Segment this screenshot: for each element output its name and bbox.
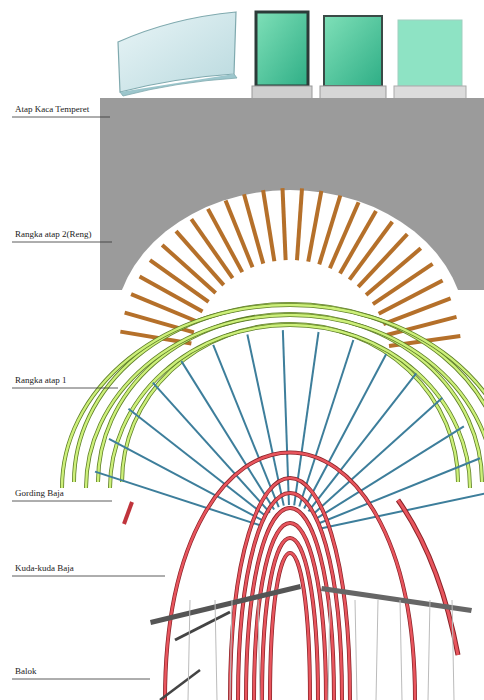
column-line [328, 600, 330, 700]
column-line [188, 600, 190, 700]
steel-truss [262, 538, 318, 700]
reng-batten [349, 222, 392, 280]
steel-truss-edge [165, 453, 415, 700]
glass-panel-samples [252, 12, 466, 102]
roof-frame-1-arcs [62, 304, 484, 488]
leader-lines [12, 117, 165, 679]
reng-batten [308, 191, 321, 262]
roof-frame-arc [110, 325, 470, 488]
steel-truss [124, 502, 132, 524]
steel-truss-edge [270, 553, 310, 700]
part-label: Atap Kaca Temperet [14, 104, 90, 115]
leader-line [12, 576, 165, 577]
column-line [400, 600, 402, 700]
reng-batten [263, 190, 274, 261]
part-label: Rangka atap 1 [14, 375, 67, 386]
reng-batten [379, 281, 443, 314]
reng-batten [383, 298, 450, 324]
part-label: Gording Baja [14, 488, 65, 499]
column-line [230, 600, 232, 700]
roof-frame-arc-edge [62, 305, 484, 488]
column-line [376, 600, 378, 700]
steel-truss [270, 553, 310, 700]
reng-batten [125, 313, 194, 333]
steel-truss-edge [254, 523, 326, 700]
steel-purlin [299, 340, 353, 506]
leader-line [12, 242, 112, 243]
leader-line [12, 388, 118, 389]
reng-batten [340, 211, 376, 273]
roof-frame-arc-edge [110, 325, 470, 488]
part-label: Balok [14, 666, 38, 677]
part-label: Rangka atap 2(Reng) [14, 229, 92, 240]
steel-truss-edge [262, 538, 318, 700]
roof-frame-arc [62, 305, 484, 488]
reng-batten [282, 188, 285, 260]
reng-batten [140, 277, 203, 312]
column-line [428, 600, 430, 700]
steel-purlin [304, 354, 386, 509]
steel-truss [246, 508, 334, 700]
reng-batten [150, 260, 209, 302]
steel-truss [165, 453, 415, 700]
steel-purlin [319, 492, 484, 528]
steel-purlin [109, 439, 264, 521]
steel-purlin [128, 409, 266, 517]
column-line [215, 600, 217, 700]
reng-batten [226, 201, 253, 268]
steel-trusses [124, 453, 458, 700]
curved-glass-sample [118, 12, 236, 92]
leader-line [12, 679, 150, 680]
curved-glass-edge [120, 74, 237, 96]
steel-truss-edge [398, 500, 458, 655]
leader-line [12, 501, 112, 502]
part-label: Kuda-kuda Baja [14, 563, 75, 574]
column-line [355, 600, 357, 700]
steel-purlin [95, 472, 261, 526]
reng-batten [319, 196, 340, 265]
reng-batten [208, 209, 242, 272]
steel-truss [254, 523, 326, 700]
column-line [258, 600, 260, 700]
steel-truss [398, 500, 458, 655]
column-line [452, 600, 454, 700]
beams [150, 584, 472, 700]
leader-line [12, 117, 110, 118]
steel-purlins [95, 330, 484, 529]
reng-batten [297, 188, 302, 260]
steel-truss-edge [246, 508, 334, 700]
